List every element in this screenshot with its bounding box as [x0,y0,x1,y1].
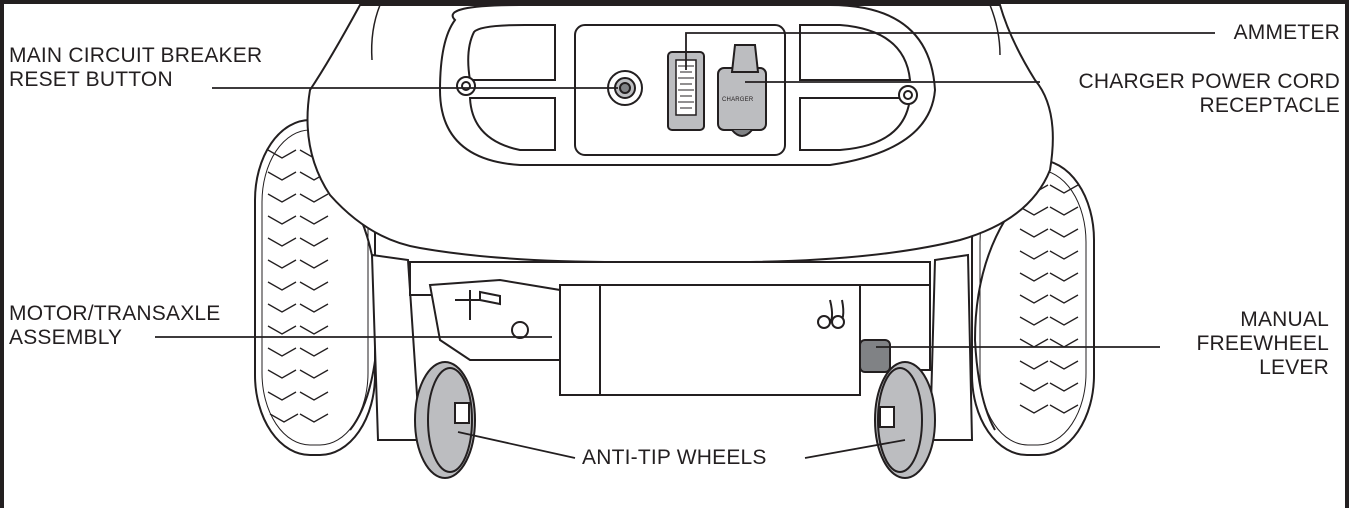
leader-lines [155,32,1215,459]
main-breaker-label: MAIN CIRCUIT BREAKER RESET BUTTON [9,44,262,92]
right-anti-tip-wheel [874,361,936,479]
freewheel-lever-knob [859,339,891,373]
freewheel-lever-label-line2: FREEWHEEL [1196,332,1329,355]
leader-antitip-left [457,431,576,459]
charger-cord-label-line2: RECEPTACLE [1199,94,1340,117]
ammeter-label-text: AMMETER [1233,21,1340,44]
leader-ammeter [685,32,1215,70]
freewheel-lever-label-line1: MANUAL [1240,308,1329,331]
motor-transaxle-label-line1: MOTOR/TRANSAXLE [9,302,221,325]
circuit-breaker-button [607,70,643,106]
main-breaker-label-line2: RESET BUTTON [9,68,173,91]
left-anti-tip-wheel [414,361,476,479]
charger-port-text: CHARGER [722,97,754,103]
right-rear-tire [971,159,1095,456]
anti-tip-wheels-label: ANTI-TIP WHEELS [582,446,767,470]
ammeter-label: AMMETER [1234,21,1340,45]
charger-cord-label: CHARGER POWER CORD RECEPTACLE [1079,70,1340,118]
freewheel-lever-label: MANUAL FREEWHEEL LEVER [1197,308,1330,380]
motor-transaxle-label: MOTOR/TRANSAXLE ASSEMBLY [9,302,220,350]
charger-cord-label-line1: CHARGER POWER CORD [1078,70,1340,93]
main-breaker-label-line1: MAIN CIRCUIT BREAKER [9,44,263,67]
leader-antitip-right [804,439,906,459]
freewheel-lever-label-line3: LEVER [1259,356,1329,379]
motor-transaxle-label-line2: ASSEMBLY [9,326,123,349]
ammeter-gauge [667,51,705,131]
anti-tip-wheels-label-text: ANTI-TIP WHEELS [582,446,767,469]
charger-receptacle [717,44,767,137]
motor-transaxle-assembly [409,261,931,396]
